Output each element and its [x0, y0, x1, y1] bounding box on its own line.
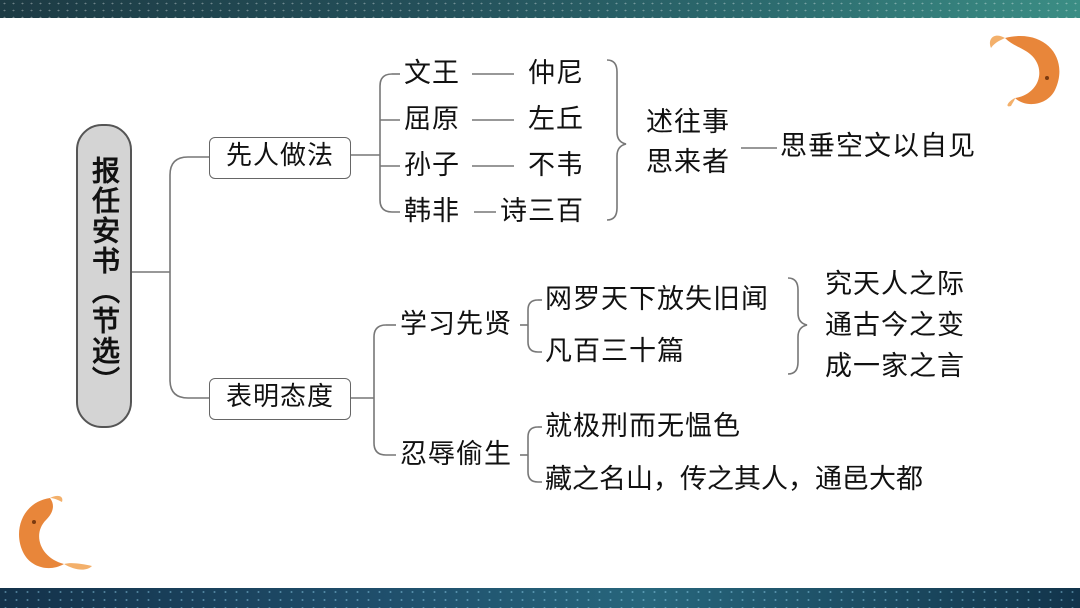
- sub1-result-3: 成一家之言: [825, 351, 965, 382]
- koi-fish-icon-bottom: [19, 495, 92, 570]
- brace-sub1: [787, 277, 808, 375]
- sub1-label: 学习先贤: [400, 309, 512, 340]
- koi-fish-icon-top: [989, 35, 1060, 107]
- brace-branch1: [606, 59, 627, 221]
- branch1-label: 先人做法: [225, 141, 334, 171]
- pair-right-2: 左丘: [528, 104, 584, 135]
- summary-line-1: 述往事: [646, 107, 730, 138]
- branch1-box: 先人做法: [209, 137, 351, 179]
- sub1-item-1: 网罗天下放失旧闻: [545, 284, 769, 315]
- pair-left-1: 文王: [404, 58, 460, 89]
- pair-left-2: 屈原: [404, 104, 460, 135]
- branch2-label: 表明态度: [225, 382, 334, 412]
- branch2-box: 表明态度: [209, 378, 351, 420]
- top-decorative-band: [0, 0, 1080, 18]
- pair-right-1: 仲尼: [528, 58, 584, 89]
- conclusion-text: 思垂空文以自见: [780, 131, 976, 162]
- pair-left-4: 韩非: [404, 196, 460, 227]
- sub2-item-1: 就极刑而无愠色: [545, 411, 741, 442]
- root-node-title: 报任安书（节选）: [76, 124, 132, 428]
- sub1-result-1: 究天人之际: [825, 269, 965, 300]
- root-title: 报任安书（节选）: [88, 156, 121, 396]
- bottom-decorative-band: [0, 588, 1080, 608]
- sub2-item-2: 藏之名山，传之其人，通邑大都: [545, 464, 923, 495]
- pair-left-3: 孙子: [404, 150, 460, 181]
- sub2-label: 忍辱偷生: [400, 439, 512, 470]
- sub1-item-2: 凡百三十篇: [545, 336, 685, 367]
- summary-line-2: 思来者: [646, 147, 730, 178]
- connector-root-branches: [169, 156, 210, 399]
- sub1-result-2: 通古今之变: [825, 310, 965, 341]
- pair-right-4: 诗三百: [500, 196, 584, 227]
- pair-right-3: 不韦: [528, 150, 584, 181]
